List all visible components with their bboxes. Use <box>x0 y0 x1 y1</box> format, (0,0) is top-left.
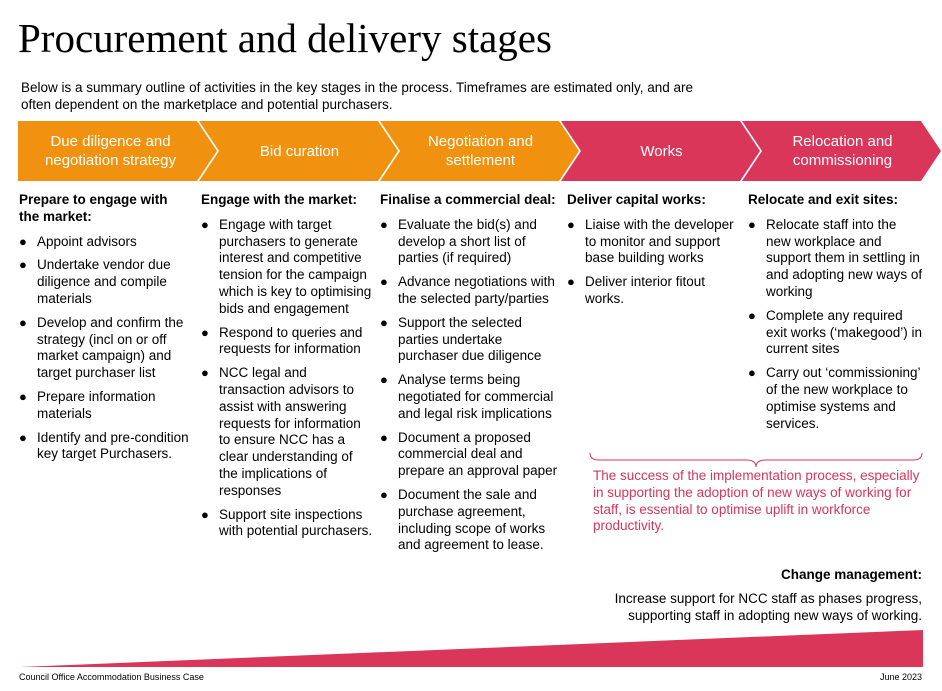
stage-label: Negotiation and settlement <box>427 133 534 169</box>
column-relocation: Relocate and exit sites: ●Relocate staff… <box>748 192 923 439</box>
list-item: ●Document the sale and purchase agreemen… <box>380 486 546 553</box>
list-item: ●Evaluate the bid(s) and develop a short… <box>380 216 537 266</box>
stage-chevron <box>18 121 217 181</box>
list-item: ●Appoint advisors <box>19 233 137 249</box>
stage-relocation: Relocation and commissioning <box>768 121 917 181</box>
bullet-icon: ● <box>19 388 27 404</box>
bullet-icon: ● <box>380 429 388 445</box>
column-bid-curation: Engage with the market: ●Engage with tar… <box>201 192 373 547</box>
column-heading: Deliver capital works: <box>567 192 706 207</box>
list-item: ●Document a proposed commercial deal and… <box>380 429 558 479</box>
stage-chevron <box>561 121 760 181</box>
activity-list: ●Engage with target purchasers to genera… <box>201 217 373 540</box>
activity-list: ●Liaise with the developer to monitor an… <box>567 217 735 308</box>
list-item: ●Support site inspections with potential… <box>201 506 373 539</box>
list-item: ●Analyse terms being negotiated for comm… <box>380 372 554 421</box>
stage-works: Works <box>587 121 736 181</box>
bullet-icon: ● <box>19 233 27 249</box>
stage-chevron <box>380 121 579 181</box>
stage-chevron <box>742 121 941 181</box>
column-due-diligence: Prepare to engage with the market: ●Appo… <box>19 192 189 470</box>
stage-label: Relocation and commissioning <box>792 133 893 169</box>
list-item: ●Develop and confirm the strategy (incl … <box>19 314 184 381</box>
stage-due-diligence: Due diligence and negotiation strategy <box>28 121 193 181</box>
list-item: ●Support the selected parties undertake … <box>380 314 542 364</box>
column-negotiation: Finalise a commercial deal: ●Evaluate th… <box>380 192 558 561</box>
stage-negotiation: Negotiation and settlement <box>406 121 555 181</box>
bullet-icon: ● <box>567 216 575 232</box>
stage-chevron-bar: Due diligence and negotiation strategy B… <box>0 121 942 181</box>
column-heading: Engage with the market: <box>201 192 358 207</box>
activity-list: ●Evaluate the bid(s) and develop a short… <box>380 217 558 554</box>
list-item: ●Undertake vendor due diligence and comp… <box>19 257 171 306</box>
footer-date: June 2023 <box>879 672 922 682</box>
bullet-icon: ● <box>19 257 27 273</box>
bullet-icon: ● <box>380 486 388 502</box>
column-heading: Prepare to engage with the market: <box>19 192 168 224</box>
activity-list: ●Appoint advisors ●Undertake vendor due … <box>19 234 189 464</box>
list-item: ●NCC legal and transaction advisors to a… <box>201 365 361 498</box>
page-title: Procurement and delivery stages <box>18 15 552 61</box>
bullet-icon: ● <box>567 274 575 290</box>
stage-chevron-shapes <box>18 121 941 181</box>
list-item: ●Advance negotiations with the selected … <box>380 274 555 306</box>
column-heading: Relocate and exit sites: <box>748 192 899 207</box>
list-item: ●Prepare information materials <box>19 388 156 421</box>
intro-text: Below is a summary outline of activities… <box>21 80 694 112</box>
stage-label: Due diligence and negotiation strategy <box>45 133 176 169</box>
list-item: ●Identify and pre-condition key target P… <box>19 429 189 462</box>
footer-document-title: Council Office Accommodation Business Ca… <box>19 672 204 682</box>
column-heading: Finalise a commercial deal: <box>380 192 556 207</box>
stage-label: Works <box>640 142 683 160</box>
column-works: Deliver capital works: ●Liaise with the … <box>567 192 735 315</box>
change-management-wedge <box>20 630 923 667</box>
stage-bid-curation: Bid curation <box>225 121 374 181</box>
activity-list: ●Relocate staff into the new workplace a… <box>748 217 923 433</box>
bullet-icon: ● <box>201 365 209 381</box>
bullet-icon: ● <box>19 314 27 330</box>
list-item: ●Engage with target purchasers to genera… <box>201 216 372 316</box>
change-management-title: Change management: <box>780 567 922 582</box>
list-item: ●Deliver interior fitout works. <box>567 274 706 306</box>
bullet-icon: ● <box>201 216 209 232</box>
list-item: ●Carry out ‘commissioning’ of the new wo… <box>748 365 921 431</box>
stage-label: Bid curation <box>259 142 340 160</box>
bullet-icon: ● <box>380 314 388 330</box>
bullet-icon: ● <box>380 274 388 290</box>
brace-divider <box>589 452 923 468</box>
list-item: ●Liaise with the developer to monitor an… <box>567 216 734 266</box>
list-item: ●Respond to queries and requests for inf… <box>201 324 363 357</box>
bullet-icon: ● <box>748 365 756 381</box>
bullet-icon: ● <box>19 429 27 445</box>
change-management-text: Increase support for NCC staff as phases… <box>614 591 922 623</box>
bullet-icon: ● <box>748 307 756 323</box>
list-item: ●Complete any required exit works (‘make… <box>748 307 923 357</box>
stage-chevron <box>199 121 398 181</box>
bullet-icon: ● <box>380 372 388 388</box>
bullet-icon: ● <box>380 216 388 232</box>
bullet-icon: ● <box>201 506 209 522</box>
success-note: The success of the implementation proces… <box>593 468 920 534</box>
list-item: ●Relocate staff into the new workplace a… <box>748 216 923 299</box>
bullet-icon: ● <box>748 216 756 232</box>
bullet-icon: ● <box>201 324 209 340</box>
